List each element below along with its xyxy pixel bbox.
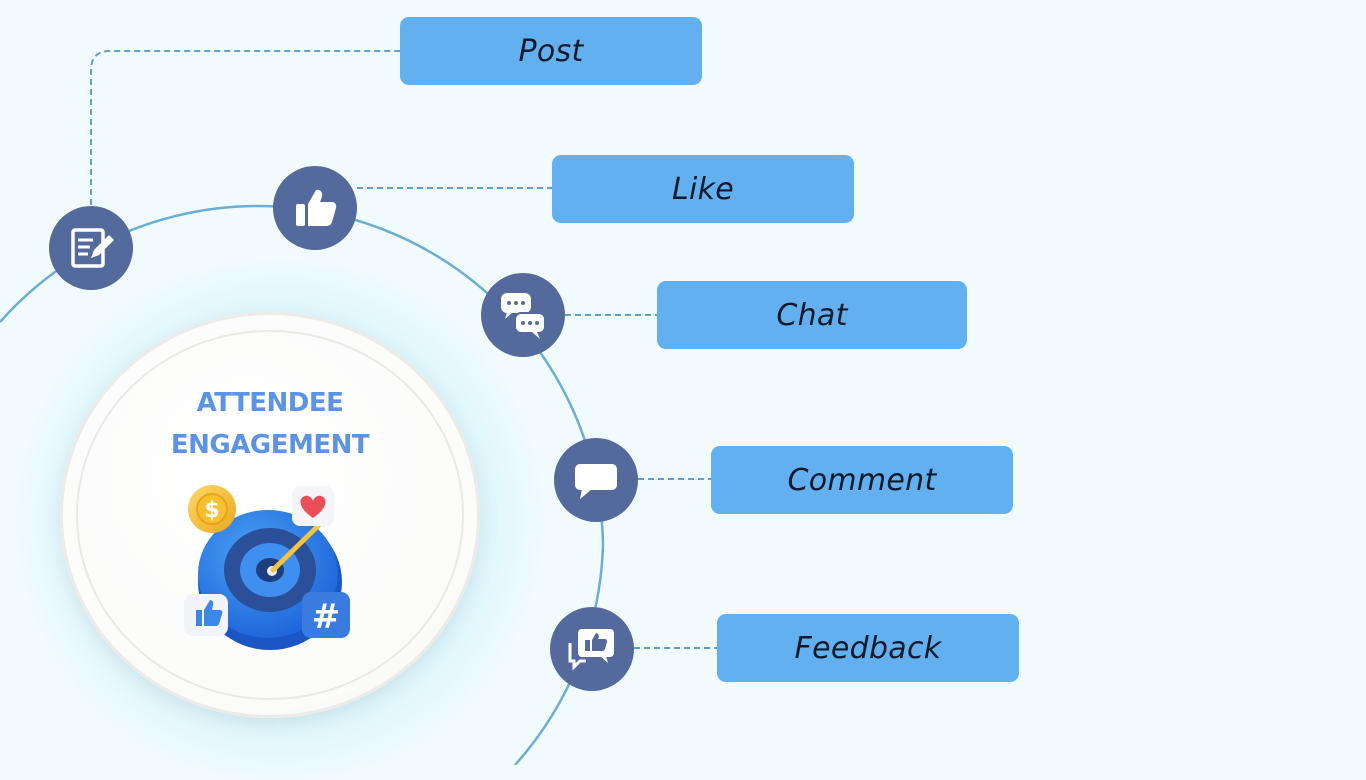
node-chat <box>481 273 565 357</box>
hub-title: ATTENDEE ENGAGEMENT <box>60 382 480 466</box>
node-comment <box>554 438 638 522</box>
target-arrow <box>270 521 323 573</box>
target-illustration: $ # <box>184 485 350 650</box>
hub-circle: ATTENDEE ENGAGEMENT <box>60 312 480 718</box>
label-comment: Comment <box>711 446 1013 514</box>
hub-inner-ring <box>76 330 464 700</box>
node-post <box>49 206 133 290</box>
label-feedback: Feedback <box>717 614 1019 682</box>
node-like <box>273 166 357 250</box>
svg-text:#: # <box>312 597 341 637</box>
thumbs-up-icon <box>296 189 337 226</box>
label-like: Like <box>552 155 854 223</box>
connector-post <box>90 50 402 205</box>
label-post: Post <box>400 17 702 85</box>
chat-bubbles-icon <box>501 293 546 339</box>
node-feedback <box>550 607 634 691</box>
hashtag-tile-icon <box>302 592 350 638</box>
hub-title-line2: ENGAGEMENT <box>170 430 370 460</box>
feedback-icon <box>568 629 614 671</box>
comment-bubble-icon <box>575 464 617 499</box>
hub-title-line1: ATTENDEE <box>196 388 344 418</box>
svg-text:$: $ <box>204 498 219 523</box>
document-edit-icon <box>71 228 114 268</box>
label-chat: Chat <box>657 281 967 349</box>
